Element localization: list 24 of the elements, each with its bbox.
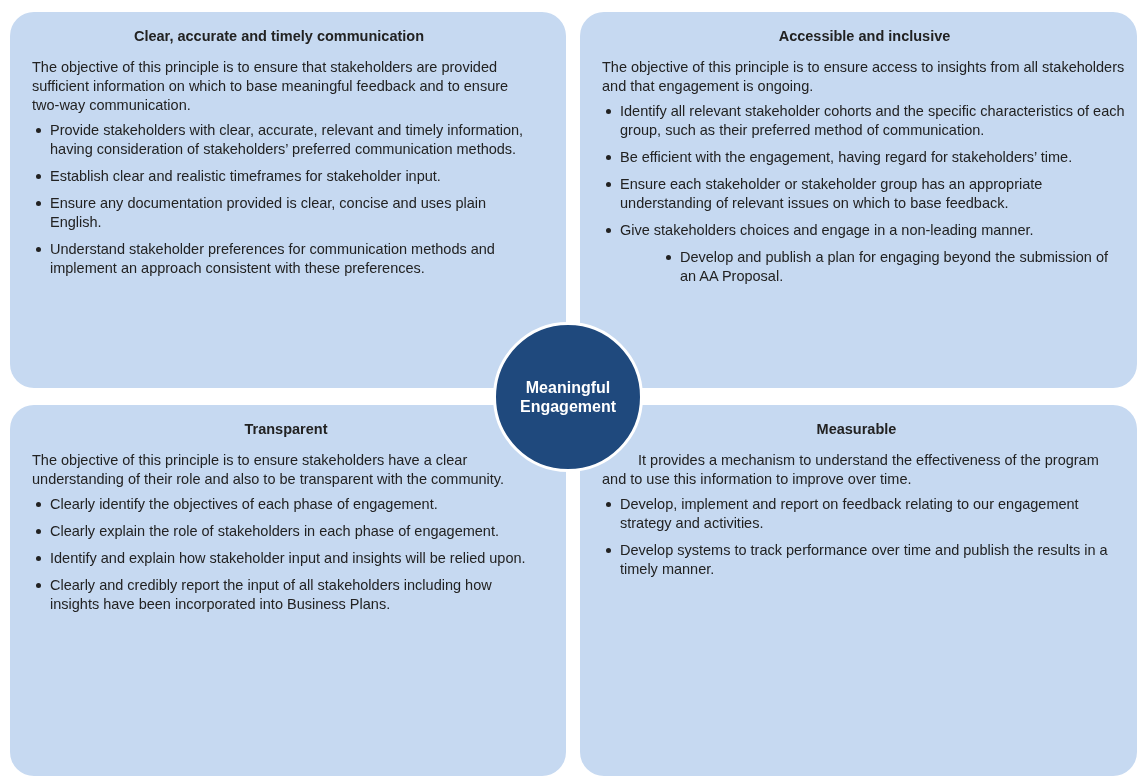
intro-paragraph: The objective of this principle is to ensure that stakeholders are provided sufficient information on which to base meaningful feedback and to ensure two-way communication. [32,58,510,115]
intro-paragraph: The objective of this principle is to ensure access to insights from all stakeholders and that engagement is ongoing. [602,58,1126,96]
bullet-text: Give stakeholders choices and engage in a non-leading manner. [620,222,1034,238]
bullet-text: Develop systems to track performance over time and publish the results in a timely manner. [620,542,1108,577]
panel-heading: Measurable [815,421,898,437]
panel-heading: Clear, accurate and timely communication [132,28,426,44]
panel-heading: Transparent [243,421,329,437]
bullet-text: Establish clear and realistic timeframes for stakeholder input. [50,168,441,184]
bullet-text: Identify all relevant stakeholder cohorts and the specific characteristics of each group, such as their preferred method of communication. [620,103,1125,138]
intro-paragraph: It provides a mechanism to understand the effectiveness of the program and to use this information to improve over time. [602,451,1100,489]
bullet-text: Ensure each stakeholder or stakeholder group has an appropriate understanding of relevant issues on which to base feedback. [620,176,1043,211]
bullet-text: Identify and explain how stakeholder input and insights will be relied upon. [50,550,526,566]
intro-paragraph: The objective of this principle is to ensure stakeholders have a clear understanding of their role and also to be transparent with the community. [32,451,506,489]
bullet-text: Provide stakeholders with clear, accurate, relevant and timely information, having consideration of stakeholders’ preferred communication methods. [50,122,524,157]
bullet-text: Be efficient with the engagement, having regard for stakeholders’ time. [620,149,1073,165]
bullet-text: Develop and publish a plan for engaging beyond the submission of an AA Proposal. [680,249,1109,284]
panel-heading: Accessible and inclusive [777,28,952,44]
bullet-text: Develop, implement and report on feedback relating to our engagement strategy and activities. [620,496,1079,531]
bullet-text: Understand stakeholder preferences for communication methods and implement an approach consistent with these preferences. [50,241,495,276]
bullet-text: Clearly identify the objectives of each phase of engagement. [50,496,438,512]
circle-label: Meaningful Engagement [519,378,617,416]
bullet-text: Ensure any documentation provided is clear, concise and uses plain English. [50,195,487,230]
bullet-text: Clearly explain the role of stakeholders in each phase of engagement. [50,523,499,539]
bullet-text: Clearly and credibly report the input of all stakeholders including how insights have been incorporated into Business Plans. [50,577,492,612]
